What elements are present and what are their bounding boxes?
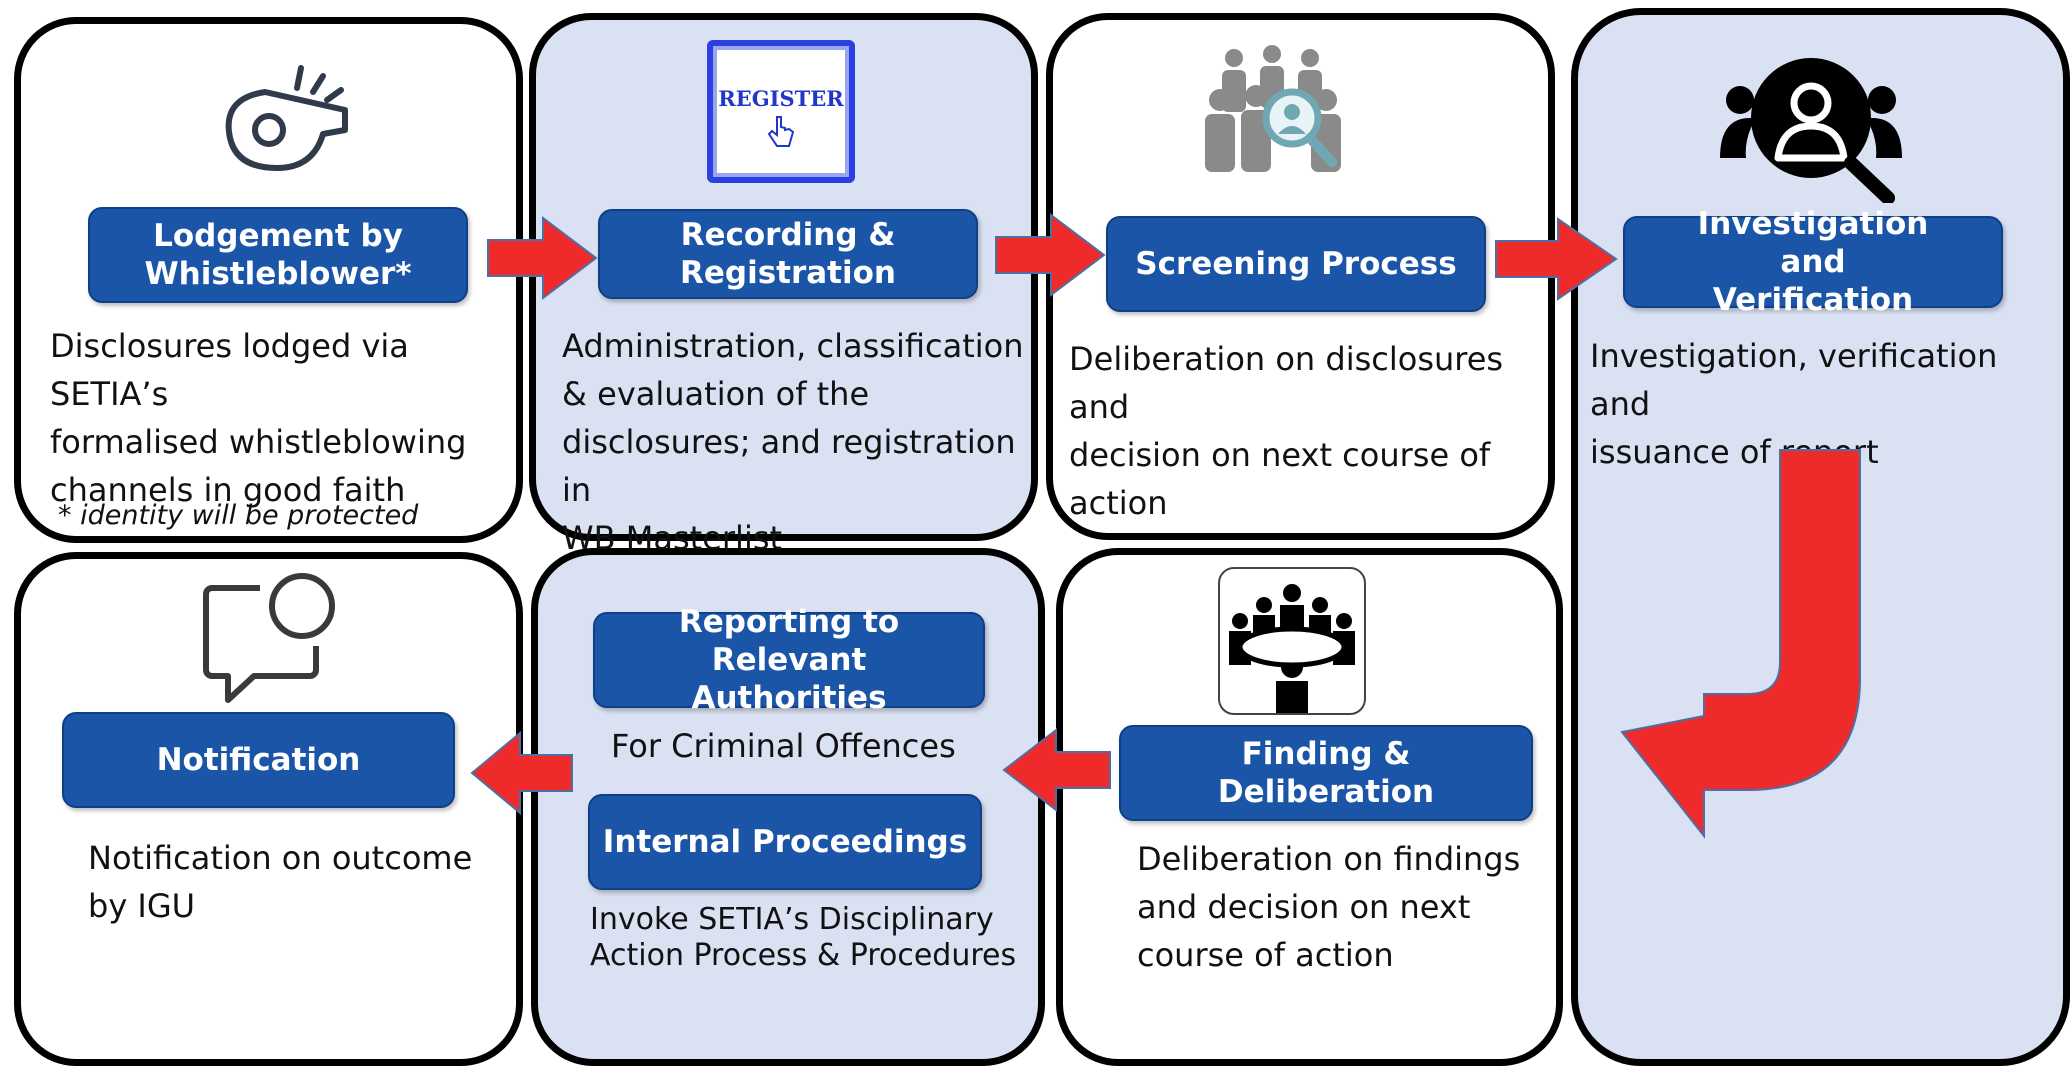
desc-lodgement: Disclosures lodged via SETIA’s formalise… (50, 327, 467, 509)
title-recording: Recording & Registration (598, 209, 978, 299)
arrow-lodgement-to-recording (487, 215, 598, 301)
arrow-actions-to-notification (470, 730, 573, 816)
title-lodgement: Lodgement by Whistleblower* (88, 207, 468, 303)
arrow-screening-to-investigation (1495, 217, 1618, 301)
arrow-recording-to-screening (995, 212, 1106, 298)
title-internal-proceedings: Internal Proceedings (588, 794, 982, 890)
desc-recording: Administration, classification & evaluat… (562, 327, 1024, 557)
title-investigation: Investigation and Verification (1623, 206, 2003, 318)
desc-screening: Deliberation on disclosures and decision… (1069, 340, 1504, 522)
register-label: REGISTER (718, 86, 844, 111)
register-button-icon: REGISTER (707, 40, 855, 183)
title-reporting: Reporting to Relevant Authorities (593, 604, 985, 716)
desc-finding: Deliberation on findings and decision on… (1137, 840, 1521, 974)
hand-pointer-icon (767, 116, 795, 147)
arrow-investigation-to-finding (1620, 449, 1861, 839)
chat-bubble-icon (203, 573, 335, 703)
whistle-icon (225, 65, 348, 171)
meeting-table-icon (1218, 567, 1366, 715)
title-finding: Finding & Deliberation (1119, 725, 1533, 821)
note-identity-protected: * identity will be protected (58, 500, 419, 531)
title-notification: Notification (62, 712, 455, 808)
title-screening: Screening Process (1106, 216, 1486, 312)
desc-notification: Notification on outcome by IGU (88, 839, 473, 925)
arrow-finding-to-actions (1002, 727, 1111, 813)
person-search-icon (1720, 58, 1902, 203)
desc-internal-proceedings: Invoke SETIA’s Disciplinary Action Proce… (590, 902, 1017, 973)
step-panel-notification (14, 552, 523, 1066)
desc-reporting: For Criminal Offences (611, 727, 956, 765)
people-magnifier-icon (1205, 45, 1341, 172)
